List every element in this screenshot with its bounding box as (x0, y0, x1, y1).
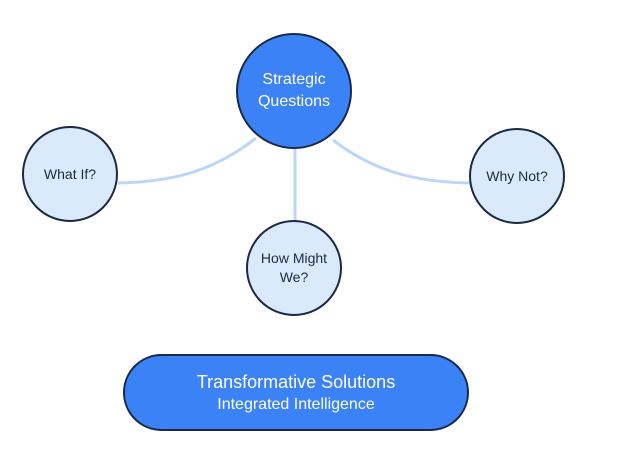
connector-why-not (332, 138, 471, 185)
transformative-solutions-box: Transformative Solutions Integrated Inte… (123, 354, 469, 431)
why-not-label: Why Not? (486, 167, 548, 184)
how-might-we-label: How Might We? (260, 250, 328, 285)
why-not-node: Why Not? (469, 128, 565, 224)
what-if-node: What If? (22, 126, 118, 222)
strategic-questions-node: Strategic Questions (236, 33, 352, 149)
how-might-we-node: How Might We? (246, 220, 342, 316)
what-if-label: What If? (43, 165, 97, 182)
strategic-questions-label: Strategic Questions (257, 71, 331, 110)
transformative-solutions-title: Transformative Solutions (196, 371, 396, 392)
connector-what-if (117, 136, 257, 185)
integrated-intelligence-subtitle: Integrated Intelligence (217, 395, 375, 413)
